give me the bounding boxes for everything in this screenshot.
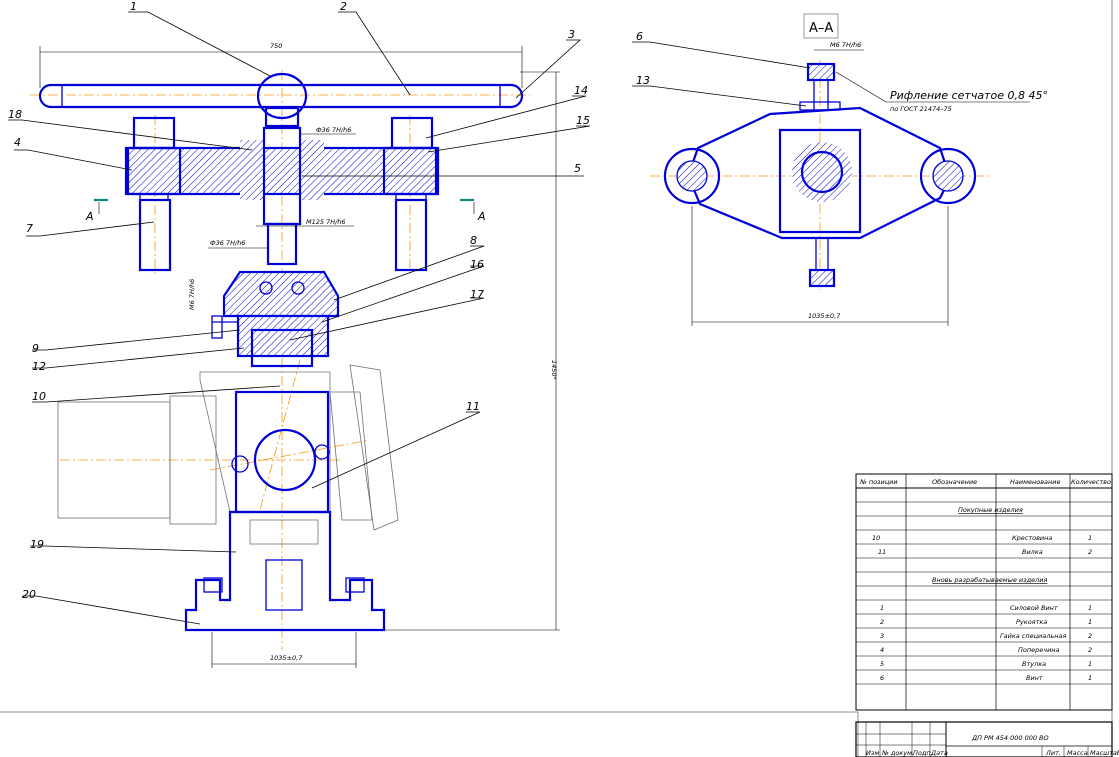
dim-base-width: 1035±0,7 [211,632,357,668]
pos-2: 2 [340,0,347,13]
row-n3-qty: 2 [1088,632,1092,640]
section-mark-left: A [85,198,108,223]
dim-750: 750 [39,42,523,88]
pos-10: 10 [32,390,46,403]
row-n6-name: Винт [1026,674,1043,682]
leaders: 1 2 3 4 5 7 8 9 10 11 12 14 15 [8,0,591,625]
row-n4-name: Поперечина [1018,646,1060,654]
pos-14: 14 [574,84,588,97]
left-stud [124,116,182,272]
row-n2-pos: 2 [880,618,884,626]
dim-thread-m125: M125 7H/h6 [306,218,346,226]
pos-9: 9 [32,342,39,355]
handle [38,72,524,128]
dim-height-label: 1450* [550,360,558,381]
section-view: A–A 1035±0,7 M6 7H/h6 Рифление сетчатое … [632,13,1048,326]
pos-3: 3 [568,28,575,41]
pos-6: 6 [636,30,643,43]
dim-screw-fit: M6 7H/h6 [188,279,196,310]
gost-note: по ГОСТ 21474–75 [890,105,952,113]
tb-col-date: Дата [930,749,948,757]
main-view: 750 1450* 1035±0,7 Ф36 7H/h6 M125 7H/h6 … [8,0,591,668]
row-n5-pos: 5 [880,660,884,668]
row-n4-qty: 2 [1088,646,1092,654]
row-n6-qty: 1 [1088,674,1092,682]
pos-15: 15 [576,114,590,127]
dim-750-label: 750 [270,42,282,50]
right-stud [382,116,440,272]
tb-col-doc: № докум. [881,749,914,757]
row-n1-pos: 1 [880,604,884,612]
tb-mass: Масса [1067,749,1088,757]
row-n2-qty: 1 [1088,618,1092,626]
row-n1-qty: 1 [1088,604,1092,612]
base [184,510,386,632]
pos-4: 4 [14,136,21,149]
tb-code: ДП РМ 454 000 000 ВО [971,734,1049,742]
pos-16: 16 [470,258,484,271]
row-p1-name: Крестовина [1012,534,1052,542]
dim-base-label: 1035±0,7 [270,654,303,662]
pos-19: 19 [30,538,44,551]
tb-col-izm: Изм [866,749,879,757]
pos-7: 7 [26,222,33,235]
spec-table: № позиции Обозначение Наименование Колич… [855,473,1113,711]
th-qty: Количество [1071,478,1111,486]
dim-section-screw: M6 7H/h6 [830,41,861,49]
tb-col-sign: Подп. [913,749,933,757]
row-p2-qty: 2 [1088,548,1092,556]
pos-17: 17 [470,288,484,301]
nut-head [211,270,340,368]
pos-1: 1 [130,0,137,13]
dim-section-label: 1035±0,7 [808,312,841,320]
section-mark-right: A [460,198,486,223]
row-n5-name: Втулка [1022,660,1046,668]
tb-lit: Лит. [1045,749,1061,757]
pos-11: 11 [466,400,480,413]
pos-8: 8 [470,234,477,247]
dim-overall-height: 1450* [384,71,560,631]
row-n5-qty: 1 [1088,660,1092,668]
pos-12: 12 [32,360,46,373]
section-letter-right: A [477,210,486,223]
pos-13: 13 [636,74,650,87]
pos-18: 18 [8,108,22,121]
section-title: A–A [809,21,833,36]
section-letter-left: A [85,210,94,223]
th-designation: Обозначение [932,478,977,486]
dim-bore-fit: Ф36 7H/h6 [316,126,351,134]
knurl-note: Рифление сетчатое 0,8 45° [890,89,1048,102]
th-pos: № позиции [859,478,898,486]
row-n6-pos: 6 [880,674,884,682]
row-p1-pos: 10 [872,534,880,542]
row-p2-name: Вилка [1022,548,1043,556]
dim-shaft-fit: Ф36 7H/h6 [210,239,245,247]
title-block: Изм № докум. Подп. Дата ДП РМ 454 000 00… [855,721,1119,757]
tb-scale: Масштаб [1090,749,1119,757]
row-n3-pos: 3 [880,632,884,640]
group-new: Вновь разрабатываемые изделия [932,576,1047,584]
row-n3-name: Гайка специальная [1000,632,1066,640]
row-p2-pos: 11 [878,548,886,556]
row-n4-pos: 4 [880,646,884,654]
th-name: Наименование [1010,478,1061,486]
group-purchased: Покупные изделия [958,506,1023,514]
row-n1-name: Силовой Винт [1010,604,1058,612]
pos-5: 5 [574,162,581,175]
pos-20: 20 [22,588,36,601]
row-p1-qty: 1 [1088,534,1092,542]
row-n2-name: Рукоятка [1016,618,1047,626]
